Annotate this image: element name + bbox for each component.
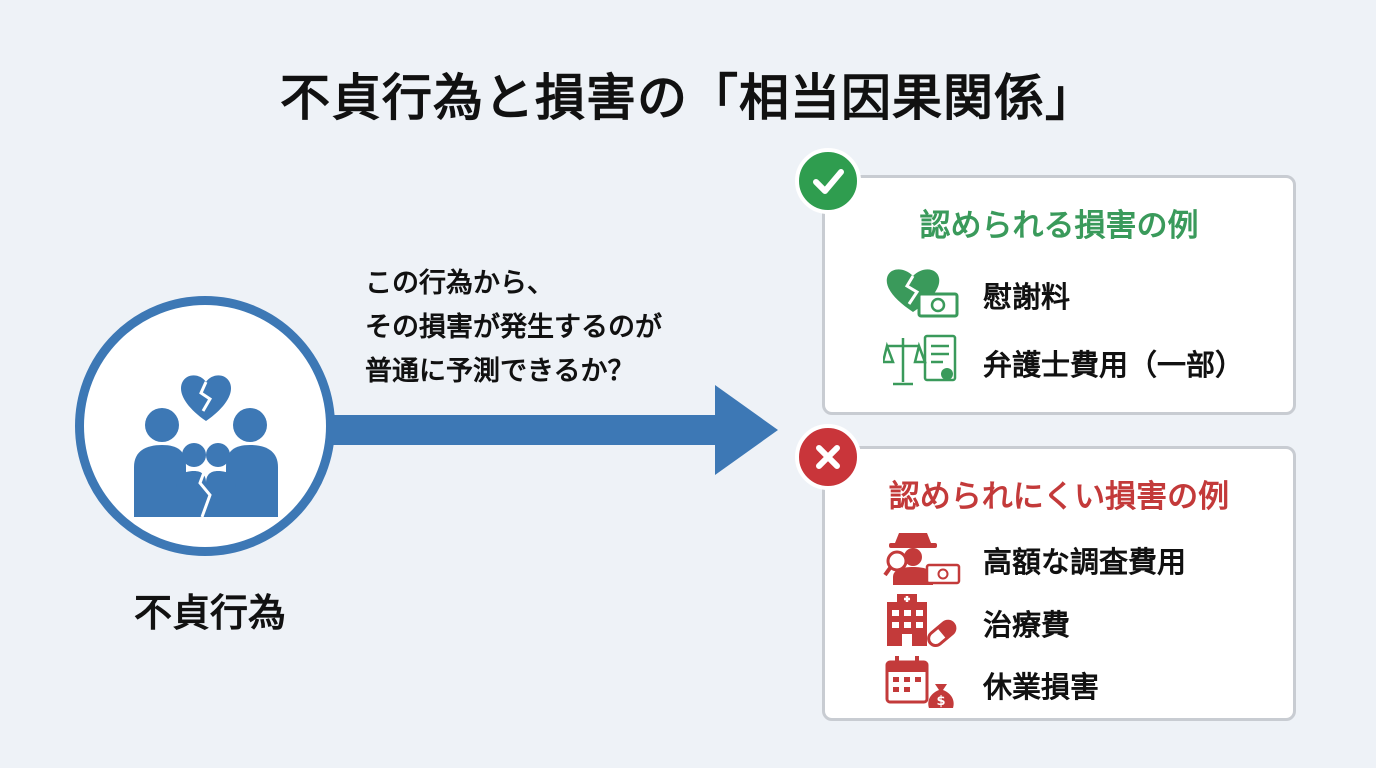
question-line: この行為から、 (365, 268, 554, 299)
item-label: 高額な調査費用 (983, 545, 1187, 579)
calendar-moneybag-icon: $ (885, 656, 954, 709)
hospital-pill-icon (887, 594, 957, 647)
recognized-card: 認められる損害の例 慰謝料 弁護士費用（一部） (822, 175, 1296, 415)
recognized-title: 認められる損害の例 (919, 208, 1199, 244)
question-text: この行為から、 その損害が発生するのが 普通に予測できるか？ (365, 262, 662, 394)
cross-badge (795, 424, 861, 490)
scales-document-icon (883, 334, 957, 386)
check-badge (795, 148, 861, 214)
page-title: 不貞行為と損害の「相当因果関係」 (280, 69, 1096, 127)
cross-icon (816, 445, 840, 469)
detective-money-icon (883, 533, 961, 585)
item-label: 休業損害 (983, 670, 1100, 704)
check-icon (813, 169, 844, 194)
broken-heart-money-icon (886, 269, 959, 318)
broken-family-icon (134, 375, 278, 518)
item-label: 治療費 (983, 608, 1071, 642)
family-circle (75, 296, 335, 556)
item-label: 慰謝料 (983, 280, 1071, 314)
svg-text:$: $ (936, 694, 945, 709)
actor-label: 不貞行為 (133, 591, 286, 635)
question-line: その損害が発生するのが (365, 312, 662, 343)
item-label: 弁護士費用（一部） (983, 348, 1245, 382)
unlikely-card: 認められにくい損害の例 高額な調査費用 (822, 446, 1296, 721)
question-line: 普通に予測できるか？ (365, 356, 635, 387)
arrow-right (330, 385, 778, 475)
unlikely-title: 認められにくい損害の例 (888, 479, 1230, 515)
